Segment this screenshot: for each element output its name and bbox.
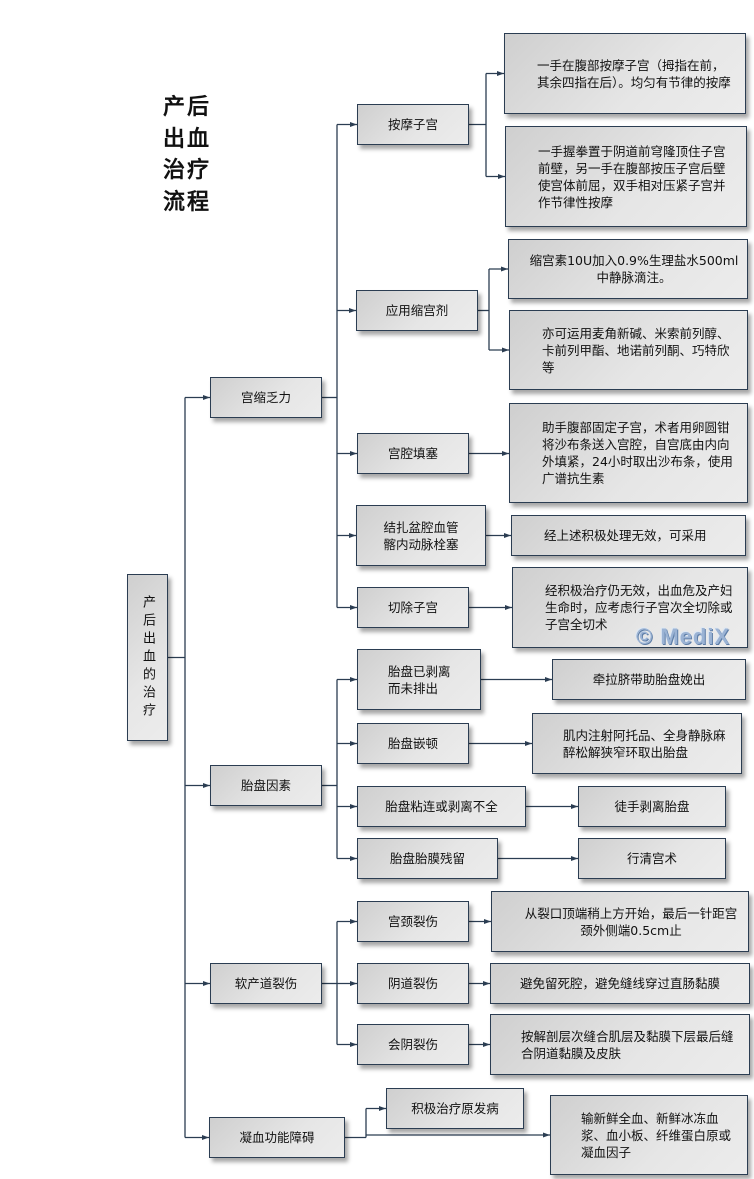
method-node-placenta-separated-retained: 胎盘已剥离 而未排出 [357,649,481,710]
detail-node: 助手腹部固定子宫，术者用卵圆钳将沙布条送入宫腔，自宫底由内向外填紧，24小时取出… [509,403,748,503]
method-node-treat-primary-disease: 积极治疗原发病 [386,1088,524,1129]
method-label: 宫颈裂伤 [387,914,438,929]
method-label: 会阴裂伤 [387,1037,438,1052]
detail-text: 从裂口顶端稍上方开始，最后一针距宫颈外侧端0.5cm止 [524,905,738,938]
detail-text: 避免留死腔，避免缝线穿过直肠黏膜 [519,976,720,991]
root-node: 产后出血的治疗 [127,574,168,741]
category-node-coagulation-disorder: 凝血功能障碍 [209,1117,345,1158]
detail-text: 行清宫术 [626,851,677,866]
diagram-title: 产后 出血 治疗 流程 [163,94,212,215]
method-node-placenta-adherent: 胎盘粘连或剥离不全 [357,786,526,827]
method-label: 结扎盆腔血管 髂内动脉栓塞 [383,519,459,552]
detail-node: 一手在腹部按摩子宫（拇指在前，其余四指在后）。均匀有节律的按摩 [504,33,746,114]
detail-node: 亦可运用麦角新碱、米索前列醇、卡前列甲酯、地诺前列酮、巧特欣等 [509,310,748,390]
category-node-placental-factors: 胎盘因素 [210,765,322,806]
method-label: 胎盘嵌顿 [387,736,438,751]
root-node-label: 产后出血的治疗 [140,594,155,721]
method-label: 应用缩宫剂 [385,303,449,318]
detail-text: 亦可运用麦角新碱、米索前列醇、卡前列甲酯、地诺前列酮、巧特欣等 [542,325,730,375]
detail-node: 缩宫素10U加入0.9%生理盐水500ml中静脉滴注。 [508,239,748,299]
detail-text: 按解剖层次缝合肌层及黏膜下层最后缝合阴道黏膜及皮肤 [521,1028,734,1061]
method-node-vaginal-laceration: 阴道裂伤 [357,963,469,1004]
detail-node: 牵拉脐带助胎盘娩出 [552,659,746,700]
detail-text: 助手腹部固定子宫，术者用卵圆钳将沙布条送入宫腔，自宫底由内向外填紧，24小时取出… [542,420,733,486]
method-node-hysterectomy: 切除子宫 [357,587,469,628]
detail-node: 经积极治疗仍无效，出血危及产妇生命时，应考虑行子宫次全切除或子宫全切术 [512,567,748,648]
method-node-uterine-packing: 宫腔填塞 [357,433,469,474]
detail-text: 缩宫素10U加入0.9%生理盐水500ml中静脉滴注。 [529,253,739,285]
detail-text: 一手在腹部按摩子宫（拇指在前，其余四指在后）。均匀有节律的按摩 [537,57,731,90]
method-node-vessel-ligation-embolization: 结扎盆腔血管 髂内动脉栓塞 [356,505,486,566]
detail-text: 经积极治疗仍无效，出血危及产妇生命时，应考虑行子宫次全切除或子宫全切术 [545,583,733,632]
watermark-logo: © MediX [636,624,731,649]
category-node-uterine-atony: 宫缩乏力 [210,377,322,418]
category-label: 胎盘因素 [240,778,291,793]
method-node-perineal-laceration: 会阴裂伤 [357,1024,469,1065]
category-label: 宫缩乏力 [240,390,291,405]
detail-text: 牵拉脐带助胎盘娩出 [592,672,706,687]
method-label: 阴道裂伤 [387,976,438,991]
method-label: 胎盘胎膜残留 [389,851,465,866]
detail-text: 一手握拳置于阴道前穹隆顶住子宫前壁，另一手在腹部按压子宫后壁使宫体前屈，双手相对… [538,143,726,210]
detail-text: 徒手剥离胎盘 [614,799,690,814]
detail-text: 输新鲜全血、新鲜冰冻血浆、血小板、纤维蛋白原或凝血因子 [581,1110,732,1160]
method-label: 切除子宫 [387,600,438,615]
category-label: 凝血功能障碍 [239,1130,315,1145]
detail-node: 按解剖层次缝合肌层及黏膜下层最后缝合阴道黏膜及皮肤 [490,1014,750,1075]
detail-node: 避免留死腔，避免缝线穿过直肠黏膜 [490,963,750,1004]
detail-node: 从裂口顶端稍上方开始，最后一针距宫颈外侧端0.5cm止 [491,891,749,952]
detail-node: 行清宫术 [578,838,726,879]
method-node-uterine-massage: 按摩子宫 [357,104,469,145]
method-label: 胎盘粘连或剥离不全 [385,799,498,814]
detail-node: 经上述积极处理无效，可采用 [511,515,746,556]
method-label: 积极治疗原发病 [411,1101,499,1116]
method-node-cervical-laceration: 宫颈裂伤 [357,901,469,942]
detail-node: 徒手剥离胎盘 [578,786,726,827]
category-node-birth-canal-laceration: 软产道裂伤 [210,963,322,1004]
method-node-uterotonics: 应用缩宫剂 [356,290,478,331]
category-label: 软产道裂伤 [234,976,298,991]
detail-node: 一手握拳置于阴道前穹隆顶住子宫前壁，另一手在腹部按压子宫后壁使宫体前屈，双手相对… [505,126,747,227]
detail-node: 肌内注射阿托品、全身静脉麻醉松解狭窄环取出胎盘 [532,713,742,774]
detail-node: 输新鲜全血、新鲜冰冻血浆、血小板、纤维蛋白原或凝血因子 [550,1095,748,1175]
method-node-retained-tissue: 胎盘胎膜残留 [357,838,498,879]
method-label: 按摩子宫 [387,117,438,132]
detail-text: 肌内注射阿托品、全身静脉麻醉松解狭窄环取出胎盘 [563,727,726,760]
method-label: 宫腔填塞 [387,446,438,461]
method-node-placenta-incarcerated: 胎盘嵌顿 [357,723,469,764]
method-label: 胎盘已剥离 而未排出 [388,663,451,696]
detail-text: 经上述积极处理无效，可采用 [544,528,707,543]
